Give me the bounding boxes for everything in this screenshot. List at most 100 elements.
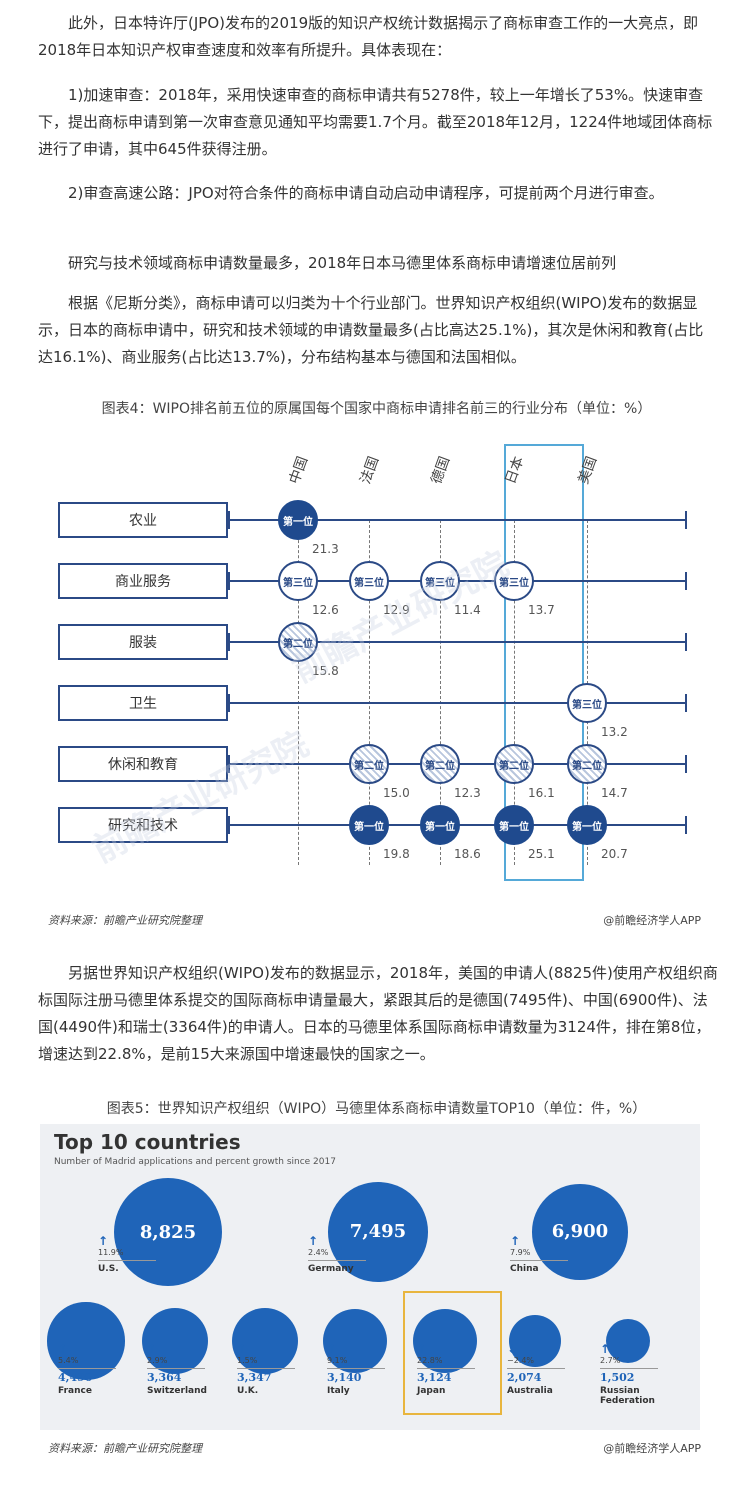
value-label: 25.1: [528, 847, 555, 861]
rank-marker-third: 第三位: [278, 561, 318, 601]
growth-label: 2.4%: [308, 1248, 329, 1257]
growth-label: 7.9%: [510, 1248, 531, 1257]
row-line-end: [685, 755, 687, 773]
row-line: [228, 519, 686, 521]
divider: [417, 1368, 475, 1369]
country-name: Italy: [327, 1386, 350, 1396]
rank-marker-third: 第三位: [567, 683, 607, 723]
value-label: 15.0: [383, 786, 410, 800]
divider: [308, 1260, 366, 1261]
divider: [510, 1260, 568, 1261]
arrow-up-icon: ↑: [600, 1342, 611, 1356]
country-bubble: [605, 1318, 651, 1364]
figure5-source: 资料来源：前瞻产业研究院整理: [48, 1442, 202, 1455]
country-name: Switzerland: [147, 1386, 207, 1396]
rank-marker-first: 第一位: [278, 500, 318, 540]
country-bubble: [231, 1307, 299, 1375]
country-name: Japan: [417, 1386, 446, 1396]
rank-marker-third: 第三位: [420, 561, 460, 601]
watermark: 前瞻产业研究院: [86, 724, 316, 872]
value-label: 14.7: [601, 786, 628, 800]
applications-value: 3,364: [147, 1371, 182, 1384]
divider: [147, 1368, 205, 1369]
country-name: Russian Federation: [600, 1386, 655, 1406]
figure5-subtitle: Number of Madrid applications and percen…: [54, 1157, 336, 1167]
arrow-up-icon: ↑: [58, 1342, 69, 1356]
figure4-source: 资料来源：前瞻产业研究院整理: [48, 914, 202, 927]
applications-value: 3,347: [237, 1371, 272, 1384]
rank-marker-third: 第三位: [349, 561, 389, 601]
country-bubble: [322, 1308, 388, 1374]
value-label: 19.8: [383, 847, 410, 861]
value-label: 13.2: [601, 725, 628, 739]
divider: [327, 1368, 385, 1369]
value-label: 11.4: [454, 603, 481, 617]
value-label: 13.7: [528, 603, 555, 617]
bubble-value-label: 7,495: [349, 1221, 407, 1243]
arrow-up-icon: ↑: [237, 1342, 248, 1356]
country-name: Germany: [308, 1264, 354, 1274]
divider: [507, 1368, 565, 1369]
divider: [58, 1368, 116, 1369]
country-bubble: [47, 1302, 125, 1380]
growth-label: 11.9%: [98, 1248, 124, 1257]
divider: [237, 1368, 295, 1369]
country-bubble: [412, 1308, 478, 1374]
growth-label: 9.1%: [327, 1356, 348, 1365]
bubble-value-label: 8,825: [139, 1221, 197, 1243]
country-bubble: [508, 1314, 562, 1368]
column-guide: [440, 520, 441, 865]
value-label: 21.3: [312, 542, 339, 556]
rank-marker-first: 第一位: [567, 805, 607, 845]
growth-label: 5.4%: [58, 1356, 79, 1365]
figure4-credit: @前瞻经济学人APP: [603, 914, 701, 927]
arrow-up-icon: ↑: [98, 1234, 109, 1248]
value-label: 18.6: [454, 847, 481, 861]
rank-marker-first: 第一位: [494, 805, 534, 845]
category-label: 卫生: [58, 685, 228, 721]
value-label: 16.1: [528, 786, 555, 800]
row-line-start: [228, 572, 230, 590]
category-label: 研究和技术: [58, 807, 228, 843]
row-line-end: [685, 511, 687, 529]
paragraph-exam-highway: 2)审查高速公路：JPO对符合条件的商标申请自动启动申请程序，可提前两个月进行审…: [68, 184, 664, 202]
rank-marker-second: 第二位: [349, 744, 389, 784]
row-line: [228, 702, 686, 704]
country-bubble: 7,495: [328, 1182, 428, 1282]
country-bubble: [141, 1307, 209, 1375]
country-bubble: 6,900: [532, 1184, 628, 1280]
japan-highlight-frame: [504, 444, 584, 881]
growth-label: −2.4%: [507, 1356, 535, 1365]
arrow-up-icon: ↑: [147, 1342, 158, 1356]
divider: [98, 1260, 156, 1261]
rank-marker-second: 第二位: [567, 744, 607, 784]
country-bubble: 8,825: [114, 1178, 222, 1286]
row-line-end: [685, 816, 687, 834]
category-label: 农业: [58, 502, 228, 538]
row-line-start: [228, 816, 230, 834]
row-line-end: [685, 572, 687, 590]
value-label: 12.3: [454, 786, 481, 800]
arrow-up-icon: ↑: [510, 1234, 521, 1248]
growth-label: 1.5%: [237, 1356, 258, 1365]
applications-value: 1,502: [600, 1371, 635, 1384]
applications-value: 3,140: [327, 1371, 362, 1384]
arrow-up-icon: ↑: [308, 1234, 319, 1248]
value-label: 12.6: [312, 603, 339, 617]
row-line-start: [228, 755, 230, 773]
japan-highlight-box: [403, 1291, 502, 1415]
divider: [600, 1368, 658, 1369]
column-guide: [298, 520, 299, 865]
country-name: U.S.: [98, 1264, 119, 1274]
paragraph-accelerated-exam: 1)加速审查：2018年，采用快速审查的商标申请共有5278件，较上一年增长了5…: [38, 86, 713, 158]
country-label: 中国: [286, 454, 312, 487]
applications-value: 4,490: [58, 1371, 93, 1384]
figure4-caption: 图表4：WIPO排名前五位的原属国每个国家中商标申请排名前三的行业分布（单位：%…: [101, 401, 652, 417]
category-label: 服装: [58, 624, 228, 660]
row-line-start: [228, 511, 230, 529]
rank-marker-first: 第一位: [349, 805, 389, 845]
arrow-down-icon: ↓: [507, 1342, 518, 1356]
rank-marker-second: 第二位: [278, 622, 318, 662]
value-label: 12.9: [383, 603, 410, 617]
